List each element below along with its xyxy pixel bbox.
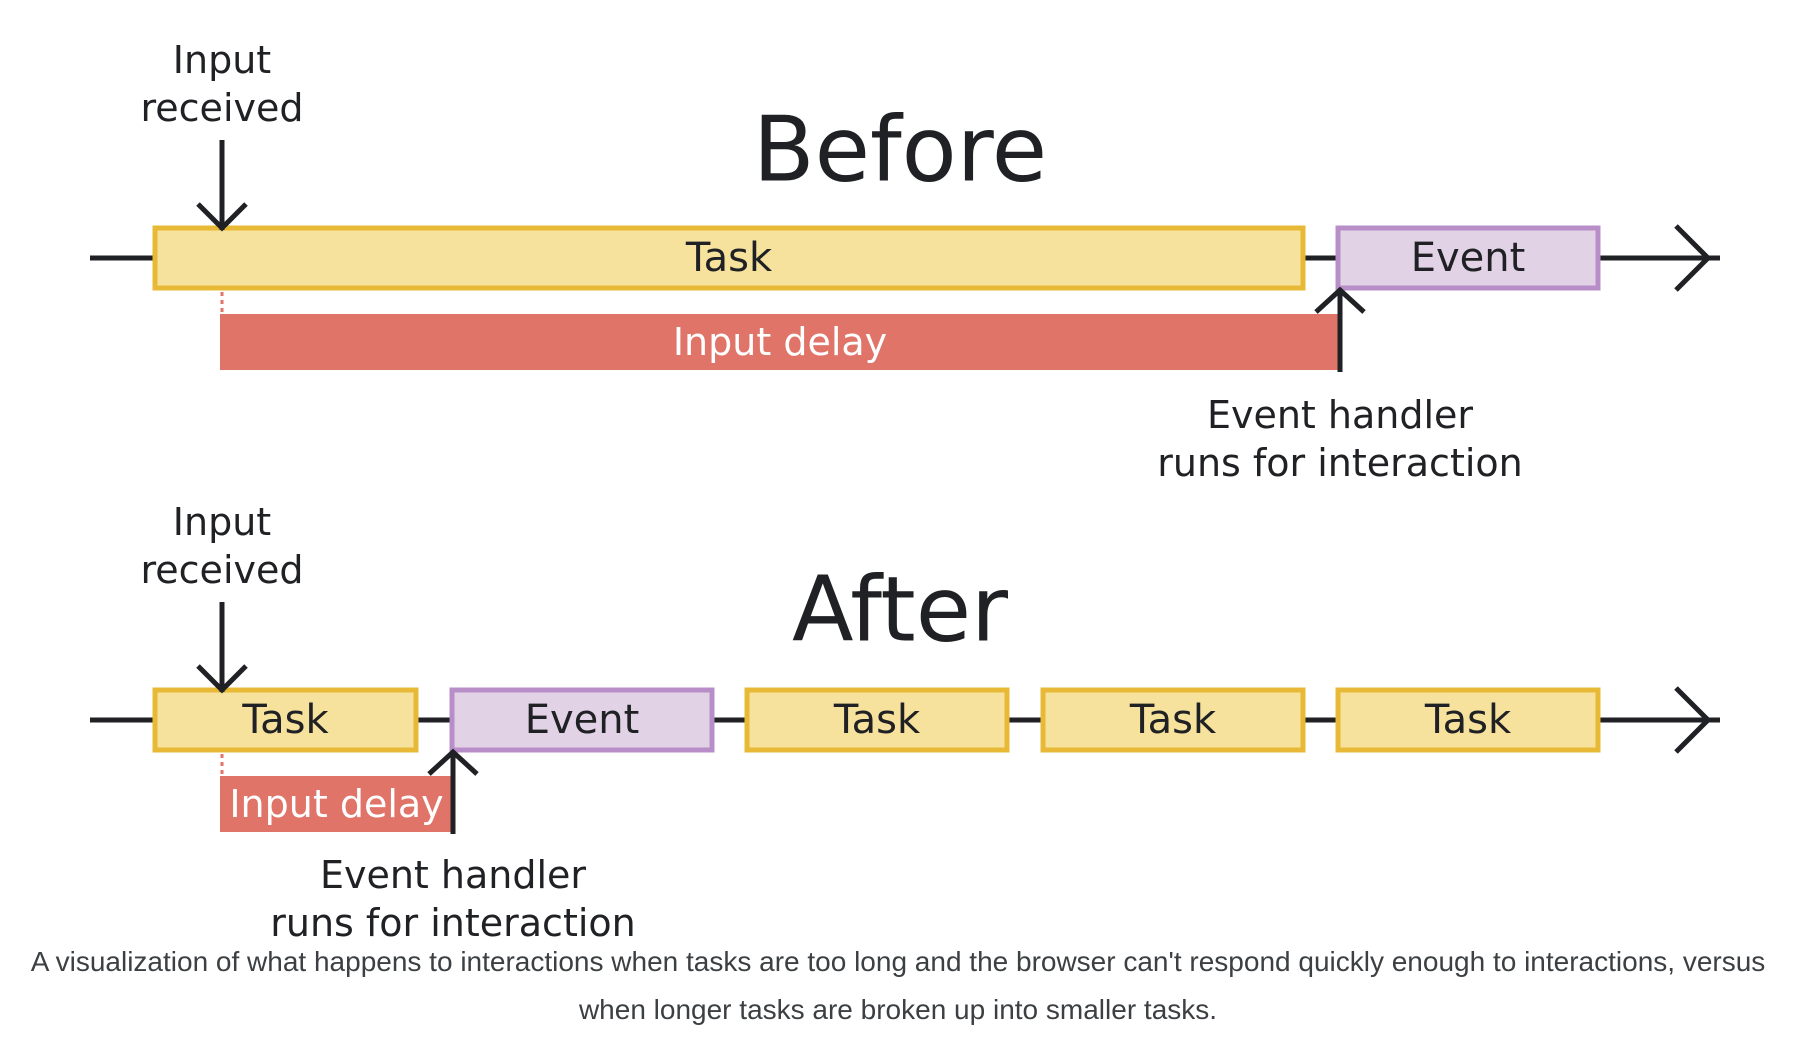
after-task-label: Task [1424, 697, 1512, 743]
after-event-handler-label: Event handler [320, 853, 586, 897]
after-input-arrow-icon [196, 664, 248, 694]
before-handler-arrow-icon [1314, 286, 1366, 314]
after-task-label: Task [1129, 697, 1217, 743]
after-event-handler-label: runs for interaction [270, 901, 636, 945]
before-input-received-label: Input [173, 38, 271, 82]
after-input-received-label: Input [173, 500, 271, 544]
before-input-delay-bar [220, 314, 1340, 370]
after-input-received-label: received [141, 548, 304, 592]
after-title: After [792, 558, 1008, 663]
after-task-label: Task [833, 697, 921, 743]
after-event-block [449, 687, 715, 753]
after-event-label: Event [525, 697, 640, 743]
before-input-delay-label: Input delay [673, 320, 887, 364]
before-input-arrow-icon [196, 202, 248, 232]
after-timeline-arrow-icon [1674, 686, 1712, 754]
after-task-block [1040, 687, 1306, 753]
after-input-delay-bar [220, 776, 453, 832]
before-input-received-label: received [141, 86, 304, 130]
after-task-label: Task [241, 697, 329, 743]
before-event-handler-label: Event handler [1207, 393, 1473, 437]
before-event-label: Event [1411, 235, 1526, 281]
after-task-block [1335, 687, 1601, 753]
figure-caption: A visualization of what happens to inter… [30, 946, 1766, 1025]
before-timeline-arrow-icon [1674, 224, 1712, 292]
after-task-block [152, 687, 419, 753]
before-task-block [152, 225, 1306, 291]
before-event-block [1335, 225, 1601, 291]
before-title: Before [753, 98, 1047, 203]
before-task-label: Task [685, 235, 773, 281]
after-handler-arrow-icon [427, 748, 479, 776]
after-task-block [744, 687, 1010, 753]
before-event-handler-label: runs for interaction [1157, 441, 1523, 485]
after-input-delay-label: Input delay [229, 782, 443, 826]
